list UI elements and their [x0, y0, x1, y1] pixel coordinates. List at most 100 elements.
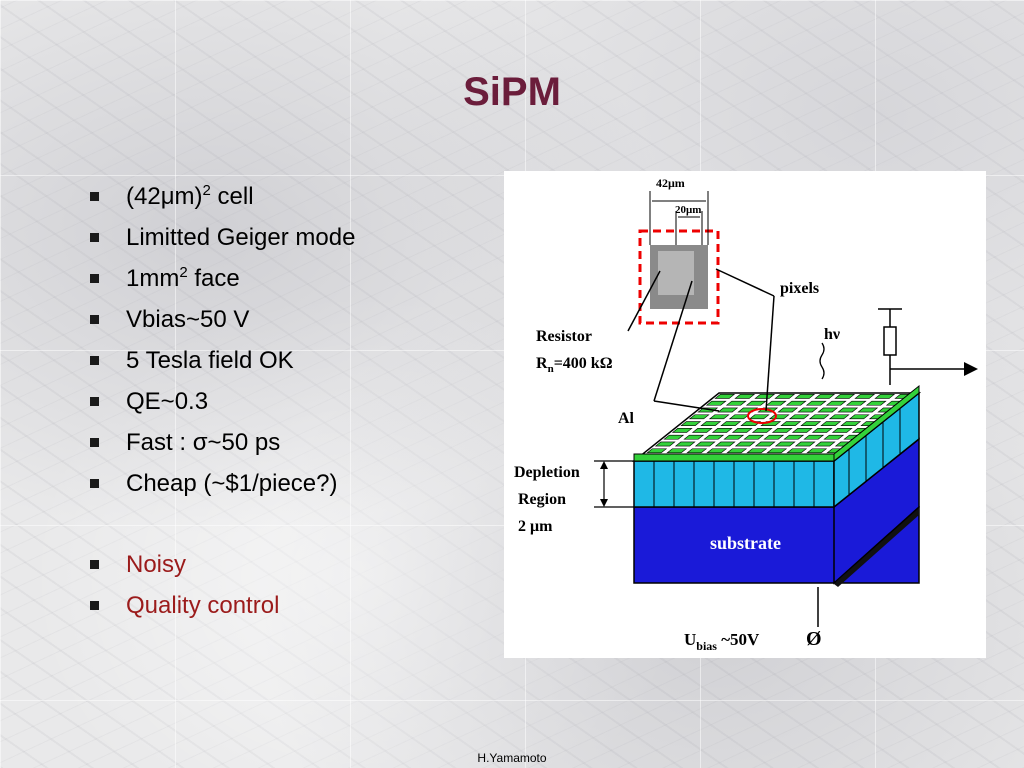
pixel-cell	[786, 448, 808, 454]
pixel-cell	[805, 400, 827, 406]
pixel-cell	[848, 414, 870, 420]
pixel-cell	[834, 394, 856, 399]
pixel-cell	[791, 428, 813, 433]
pixel-cell	[754, 394, 776, 399]
pixel-cell	[803, 434, 825, 440]
pixel-cell	[691, 428, 713, 433]
pixel-cell	[771, 428, 793, 433]
pixel-cell	[766, 448, 788, 454]
bullet-square-icon	[90, 438, 99, 447]
bullet-square-icon	[90, 601, 99, 610]
pixel-cell	[825, 400, 847, 406]
pixel-cell	[754, 441, 776, 447]
pixel-cell	[726, 448, 748, 454]
pixel-cell	[785, 400, 807, 406]
pixel-cell	[837, 407, 859, 413]
resistor-label: Resistor	[536, 328, 592, 345]
footer-author: H.Yamamoto	[477, 751, 547, 765]
pixel-cell	[706, 448, 728, 454]
pixel-cell	[845, 400, 867, 406]
pixel-cell	[777, 407, 799, 413]
pixel-cell	[797, 407, 819, 413]
bullet-quality-control: Quality control	[88, 585, 355, 626]
bullet-square-icon	[90, 356, 99, 365]
pixel-cell	[774, 394, 796, 399]
pixel-cell	[774, 441, 796, 447]
pixel-cell	[814, 394, 836, 399]
pixel-side-edge	[833, 384, 920, 463]
bullet-square-icon	[90, 397, 99, 406]
highlight-pixel	[747, 408, 777, 424]
pixel-cell	[780, 421, 802, 426]
pixel-cell	[820, 421, 842, 426]
dim-inner-label: 20μm	[675, 204, 701, 216]
pixel-cell	[705, 400, 727, 406]
bullet-geiger-mode: Limitted Geiger mode	[88, 217, 355, 258]
dimension-lines	[649, 191, 709, 245]
pixel-cell	[714, 394, 736, 399]
pixel-cell	[794, 394, 816, 399]
pixel-cell	[723, 434, 745, 440]
bullet-cell-size: (42μm)2 cell	[88, 176, 355, 217]
pixel-cell	[686, 448, 708, 454]
resistor-value-label: Rn=400 kΩ	[536, 355, 613, 375]
bullet-vbias: Vbias~50 V	[88, 299, 355, 340]
inset-pixel-area	[658, 251, 694, 295]
pixel-cell	[694, 441, 716, 447]
pixel-cell	[734, 394, 756, 399]
pixel-cell	[683, 434, 705, 440]
bullet-square-icon	[90, 192, 99, 201]
pixel-cell	[854, 394, 876, 399]
bullet-noisy: Noisy	[88, 544, 355, 585]
pixel-cell	[748, 414, 770, 420]
pixel-cell	[823, 434, 845, 440]
bullet-qe: QE~0.3	[88, 381, 355, 422]
ubias-label: Ubias ~50V	[684, 630, 760, 653]
pixel-cell	[811, 428, 833, 433]
pixel-front-edge	[633, 453, 835, 462]
pixel-cell	[765, 400, 787, 406]
pixel-cell	[700, 421, 722, 426]
bullet-square-icon	[90, 479, 99, 488]
depletion-depth-arrow	[594, 460, 634, 508]
bullet-tesla: 5 Tesla field OK	[88, 340, 355, 381]
pixel-cell	[800, 421, 822, 426]
pixel-cell	[666, 448, 688, 454]
pixel-cell	[714, 441, 736, 447]
pixel-cell	[794, 441, 816, 447]
pixel-cell	[646, 448, 668, 454]
pixels-label: pixels	[780, 280, 819, 297]
bullet-cheap: Cheap (~$1/piece?)	[88, 463, 355, 504]
region-label: Region	[518, 491, 566, 508]
pixel-cell	[717, 407, 739, 413]
depth-label: 2 μm	[518, 518, 553, 535]
dim-outer-label: 42μm	[656, 176, 685, 190]
pixel-cell	[743, 434, 765, 440]
pixel-cell	[674, 441, 696, 447]
pixel-cell	[680, 421, 702, 426]
pixel-cell	[783, 434, 805, 440]
sipm-diagram-svg: 42μm 20μm pixels hν Resistor Rn=400 kΩ A…	[514, 176, 978, 653]
pixel-cell	[731, 428, 753, 433]
pixel-cell	[857, 407, 879, 413]
pixel-cell	[763, 434, 785, 440]
photon-label: hν	[824, 326, 840, 343]
depletion-label: Depletion	[514, 464, 580, 481]
pixel-cell	[817, 407, 839, 413]
pixel-cell	[831, 428, 853, 433]
pixel-cell	[840, 421, 862, 426]
pixel-cell	[865, 400, 887, 406]
pixel-cell	[745, 400, 767, 406]
pixel-cell	[671, 428, 693, 433]
output-arrow-icon	[964, 362, 978, 376]
pixel-cell	[654, 441, 676, 447]
pixel-cell	[734, 441, 756, 447]
bias-circuit	[878, 308, 970, 385]
depletion-stripes	[653, 408, 901, 507]
pixel-cell	[688, 414, 710, 420]
pixel-cell	[806, 448, 828, 454]
aluminium-label: Al	[618, 410, 635, 427]
sipm-diagram: 42μm 20μm pixels hν Resistor Rn=400 kΩ A…	[504, 171, 986, 658]
ground-symbol: Ø	[806, 628, 822, 650]
substrate-label: substrate	[710, 533, 781, 553]
